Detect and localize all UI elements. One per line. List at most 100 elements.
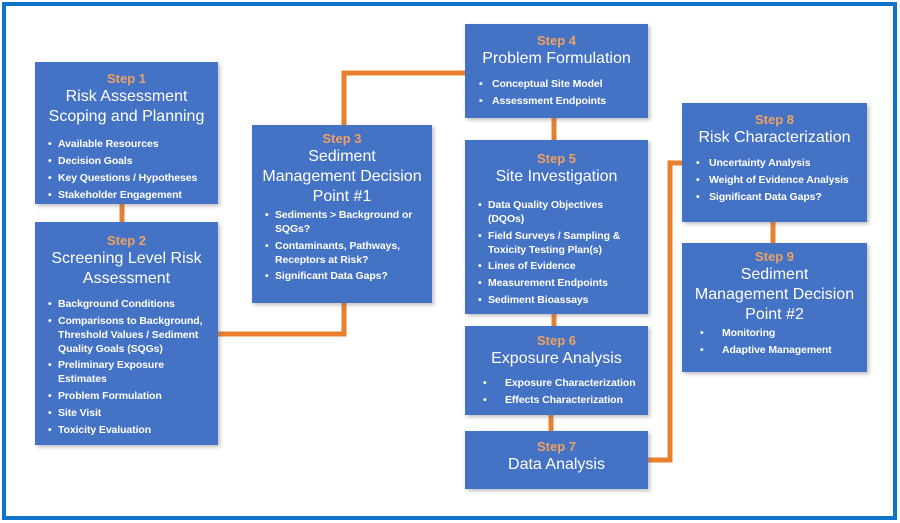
bullet-icon: • [478, 199, 482, 211]
bullet-icon: • [48, 314, 52, 327]
step-8-title: Risk Characterization [698, 129, 851, 146]
bullet-icon: • [48, 154, 52, 167]
step-6-label: Step 6 [536, 333, 576, 348]
bullet-text: Key Questions / Hypotheses [58, 171, 198, 184]
bullet-text: Site Visit [58, 407, 102, 420]
bullet-icon: • [265, 270, 269, 283]
connector-step7-step8 [645, 160, 685, 463]
step-7-box: Step 7 Data Analysis [465, 431, 648, 489]
step-4-box: Step 4 Problem Formulation •Conceptual S… [465, 24, 648, 118]
bullet-item: •Measurement Endpoints [478, 277, 640, 291]
bullet-icon: • [265, 239, 269, 252]
bullet-icon: • [478, 294, 482, 307]
step-3-bullets: • Sediments > Background or SQGs? • Contami… [257, 209, 427, 284]
bullet-icon: • [478, 260, 482, 273]
bullet-icon: • [48, 298, 52, 310]
bullet-text: Adaptive Management [722, 343, 832, 356]
bullet-item: •Exposure Characterization [483, 377, 640, 391]
bullet-text: Conceptual Site Model [492, 78, 603, 90]
bullet-item: • Key Questions / Hypotheses [48, 172, 210, 186]
bullet-item: •Assessment Endpoints [479, 95, 640, 109]
step-6-title: Exposure Analysis [491, 350, 622, 367]
bullet-text: Measurement Endpoints [488, 277, 608, 290]
step-4-title: Problem Formulation [482, 50, 631, 67]
step-8-bullets: • Uncertainty Analysis • Weight of Evidence… [687, 157, 862, 205]
bullet-icon: • [478, 229, 482, 242]
step-9-label: Step 9 [754, 249, 794, 264]
bullet-icon: • [696, 190, 700, 203]
bullet-item: • Decision Goals [48, 155, 210, 169]
step-5-box: Step 5 Site Investigation •Data Quality … [465, 140, 648, 314]
step-2-box: Step 2 Screening Level Risk Assessment •… [35, 222, 218, 445]
bullet-item: • Background Conditions [48, 298, 210, 312]
step-9-bullets: • Monitoring • Adaptive Management [687, 327, 862, 358]
bullet-item: • Contaminants, Pathways, Receptors at Ri… [265, 240, 424, 268]
bullet-item: • Comparisons to Background, Threshold Va… [48, 315, 210, 357]
connector-step3-step4 [341, 70, 467, 129]
bullet-text: Significant Data Gaps? [709, 190, 822, 203]
bullet-item: • Available Resources [48, 138, 210, 152]
bullet-item: • Sediment Bioassays [478, 294, 640, 308]
bullet-icon: • [265, 209, 269, 221]
bullet-item: • Significant Data Gaps? [265, 270, 424, 284]
bullet-icon: • [48, 138, 52, 150]
bullet-text: Lines of Evidence [488, 260, 576, 273]
bullet-text: Assessment Endpoints [492, 94, 607, 107]
step-3-title: Sediment Management Decision Point #1 [262, 148, 422, 205]
bullet-item: • Site Visit [48, 407, 210, 421]
bullet-icon: • [483, 393, 487, 406]
bullet-icon: • [696, 173, 700, 186]
step-1-title: Risk Assessment Scoping and Planning [48, 88, 205, 125]
bullet-text: Weight of Evidence Analysis [709, 173, 849, 186]
bullet-text: Decision Goals [58, 154, 133, 167]
bullet-icon: • [48, 171, 52, 184]
bullet-text: Sediments > Background or SQGs? [275, 209, 413, 235]
bullet-text: Data Quality Objectives (DQOs) [488, 199, 603, 225]
bullet-icon: • [696, 157, 700, 169]
bullet-icon: • [479, 78, 483, 90]
step-6-box: Step 6 Exposure Analysis •Exposure Chara… [465, 326, 648, 415]
bullet-item: • Weight of Evidence Analysis [696, 174, 859, 188]
bullet-text: Background Conditions [58, 298, 175, 310]
step-2-title: Screening Level Risk Assessment [51, 250, 202, 287]
bullet-item: • Lines of Evidence [478, 260, 640, 274]
bullet-text: Uncertainty Analysis [709, 157, 811, 169]
step-3-label: Step 3 [322, 131, 362, 146]
bullet-item: •Problem Formulation [48, 390, 210, 404]
bullet-item: • Data Quality Objectives (DQOs) [478, 199, 640, 227]
step-9-title: Sediment Management Decision Point #2 [694, 266, 855, 323]
step-1-label: Step 1 [106, 71, 146, 86]
bullet-item: •Toxicity Evaluation [48, 424, 210, 438]
bullet-item: • Monitoring [700, 327, 859, 341]
bullet-item: •Stakeholder Engagement [48, 189, 210, 203]
bullet-text: Preliminary Exposure Estimates [58, 359, 164, 386]
step-2-bullets: • Background Conditions • Comparisons to Ba… [40, 298, 213, 438]
bullet-icon: • [700, 343, 704, 356]
bullet-icon: • [48, 407, 52, 420]
step-5-bullets: • Data Quality Objectives (DQOs) •Field Su… [470, 199, 643, 308]
step-8-label: Step 8 [754, 112, 794, 127]
step-4-bullets: • Conceptual Site Model •Assessment Endpoi… [470, 78, 643, 109]
step-2-label: Step 2 [106, 233, 146, 248]
bullet-text: Available Resources [58, 138, 159, 150]
bullet-icon: • [48, 359, 52, 372]
step-1-box: Step 1 Risk Assessment Scoping and Plann… [35, 62, 218, 204]
bullet-icon: • [700, 327, 704, 339]
bullet-item: • Significant Data Gaps? [696, 191, 859, 205]
connector-step2-step3 [216, 299, 347, 337]
bullet-text: Comparisons to Background, Threshold Val… [58, 314, 203, 355]
bullet-icon: • [48, 390, 52, 403]
bullet-text: Sediment Bioassays [488, 294, 589, 307]
bullet-item: • Sediments > Background or SQGs? [265, 209, 424, 237]
bullet-text: Significant Data Gaps? [275, 270, 388, 283]
bullet-text: Contaminants, Pathways, Receptors at Ris… [275, 239, 400, 266]
bullet-text: Stakeholder Engagement [58, 188, 182, 201]
bullet-text: Effects Characterization [505, 393, 623, 406]
bullet-text: Monitoring [722, 327, 776, 339]
step-1-bullets: • Available Resources • Decision Goals • Key … [40, 138, 213, 202]
bullet-icon: • [483, 377, 487, 389]
bullet-item: • Effects Characterization [483, 394, 640, 408]
bullet-item: •Field Surveys / Sampling & Toxicity Tes… [478, 230, 640, 258]
